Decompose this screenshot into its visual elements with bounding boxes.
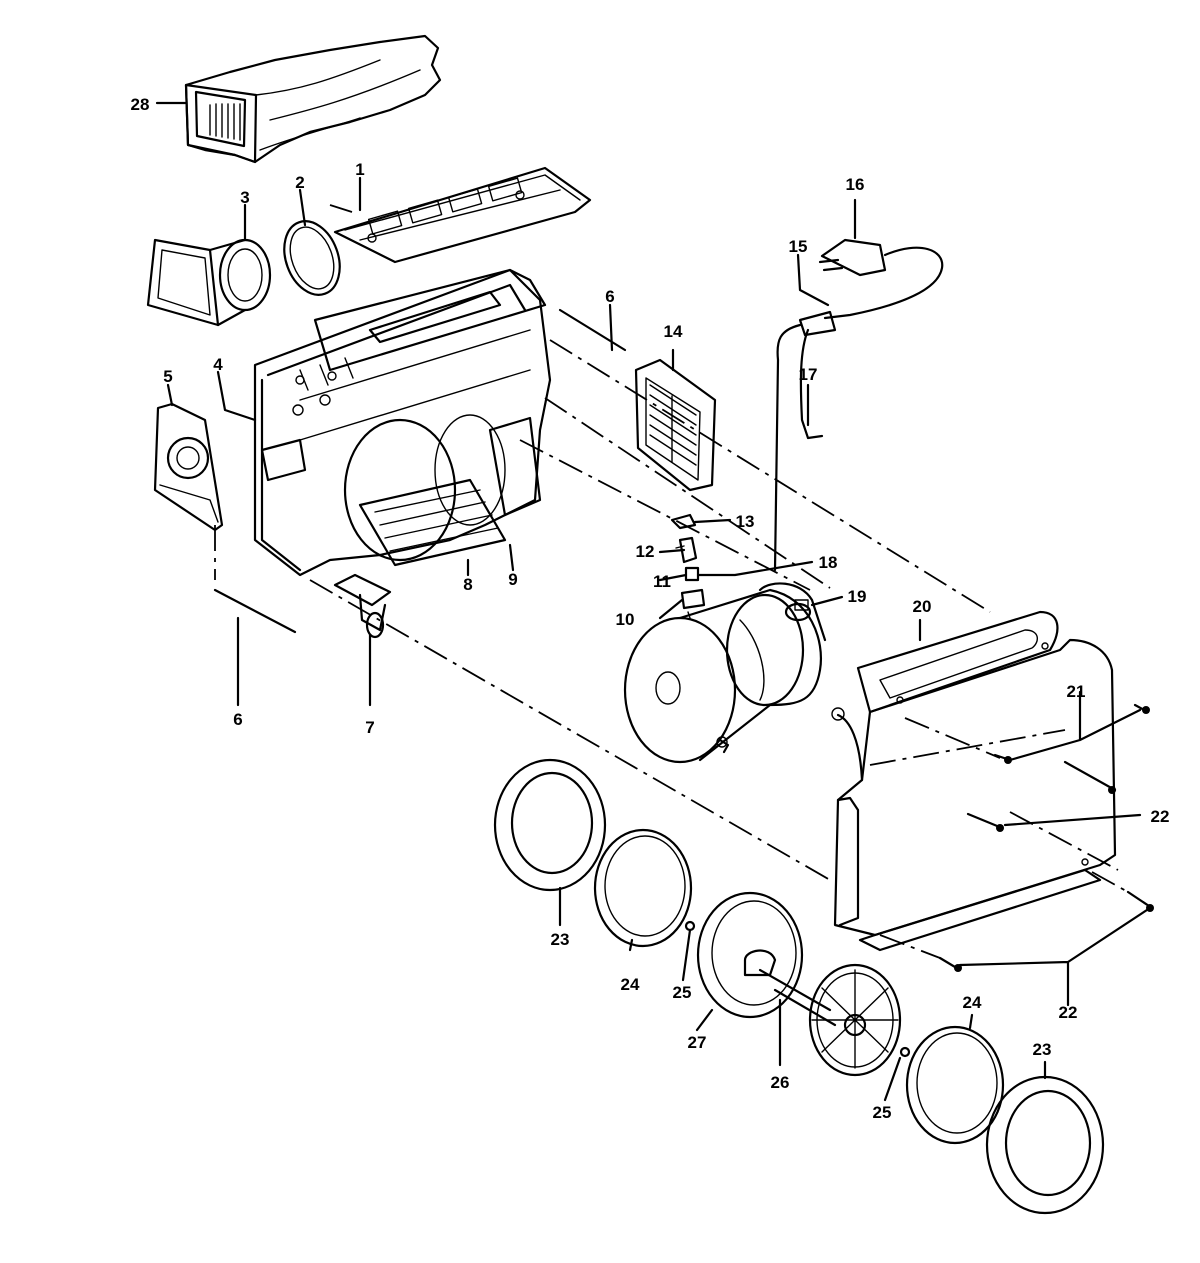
callout-25-right: 25 bbox=[873, 1103, 892, 1122]
callout-6-lower: 6 bbox=[233, 710, 242, 729]
part-11-spring bbox=[684, 566, 700, 582]
part-3-bag-adapter bbox=[146, 238, 272, 327]
part-19-motor-mount bbox=[794, 599, 809, 611]
callout-1: 1 bbox=[355, 160, 364, 179]
callout-8: 8 bbox=[463, 575, 472, 594]
callout-13: 13 bbox=[736, 512, 755, 531]
callout-14: 14 bbox=[664, 322, 683, 341]
leader-lines bbox=[155, 101, 1152, 1102]
callout-21: 21 bbox=[1067, 682, 1086, 701]
part-4-housing bbox=[253, 268, 552, 577]
part-20-handle bbox=[856, 610, 1059, 714]
part-18-motor bbox=[623, 582, 864, 782]
callout-10: 10 bbox=[616, 610, 635, 629]
part-23-tire-right bbox=[985, 1075, 1105, 1215]
part-25-screw-right bbox=[899, 1046, 911, 1058]
part-16-plug-and-cord bbox=[773, 238, 944, 572]
callout-6-upper: 6 bbox=[605, 287, 614, 306]
part-12-switch bbox=[675, 536, 698, 564]
callout-19: 19 bbox=[848, 587, 867, 606]
callout-5: 5 bbox=[163, 367, 172, 386]
part-26-axle-wheel bbox=[758, 963, 902, 1077]
callout-9: 9 bbox=[508, 570, 517, 589]
callout-7: 7 bbox=[365, 718, 374, 737]
part-6-rod-upper bbox=[558, 308, 627, 352]
callout-16: 16 bbox=[846, 175, 865, 194]
callout-24-right: 24 bbox=[963, 993, 982, 1012]
part-5-end-plate bbox=[153, 402, 224, 532]
callout-22-upper: 22 bbox=[1151, 807, 1170, 826]
callout-4: 4 bbox=[213, 355, 223, 374]
assembly-center-lines bbox=[214, 204, 1129, 959]
callout-17: 17 bbox=[799, 365, 818, 384]
part-14-filter-grille bbox=[634, 358, 717, 492]
callout-22-lower: 22 bbox=[1059, 1003, 1078, 1022]
callout-20: 20 bbox=[913, 597, 932, 616]
callout-15: 15 bbox=[789, 237, 808, 256]
part-28-dust-bag bbox=[184, 34, 442, 164]
callout-11: 11 bbox=[653, 572, 671, 591]
part-24-hubcap-left bbox=[593, 828, 693, 948]
callout-labels: 28 1 2 3 16 15 6 14 5 4 17 13 12 18 11 1… bbox=[131, 95, 1170, 1122]
part-25-screw-left bbox=[684, 920, 696, 932]
callout-28: 28 bbox=[131, 95, 150, 114]
callout-3: 3 bbox=[240, 188, 249, 207]
rear-cover bbox=[833, 638, 1117, 952]
part-22-screws bbox=[938, 760, 1154, 972]
part-2-gasket bbox=[283, 220, 341, 296]
callout-18: 18 bbox=[819, 553, 838, 572]
part-13-clip bbox=[670, 513, 697, 530]
part-1-top-panel bbox=[333, 166, 592, 264]
part-27-wheel-left bbox=[696, 891, 804, 1019]
callout-25-left: 25 bbox=[673, 983, 692, 1002]
callout-27: 27 bbox=[688, 1033, 707, 1052]
callout-23-right: 23 bbox=[1033, 1040, 1052, 1059]
callout-2: 2 bbox=[295, 173, 304, 192]
callout-24-left: 24 bbox=[621, 975, 640, 994]
callout-12: 12 bbox=[636, 542, 655, 561]
callout-23-left: 23 bbox=[551, 930, 570, 949]
part-24-hubcap-right bbox=[905, 1025, 1005, 1145]
part-7-caster bbox=[333, 573, 392, 639]
callout-26: 26 bbox=[771, 1073, 790, 1092]
part-21-screws bbox=[993, 703, 1150, 764]
part-6-rod-lower bbox=[213, 588, 297, 634]
part-23-tire-left bbox=[493, 758, 607, 892]
